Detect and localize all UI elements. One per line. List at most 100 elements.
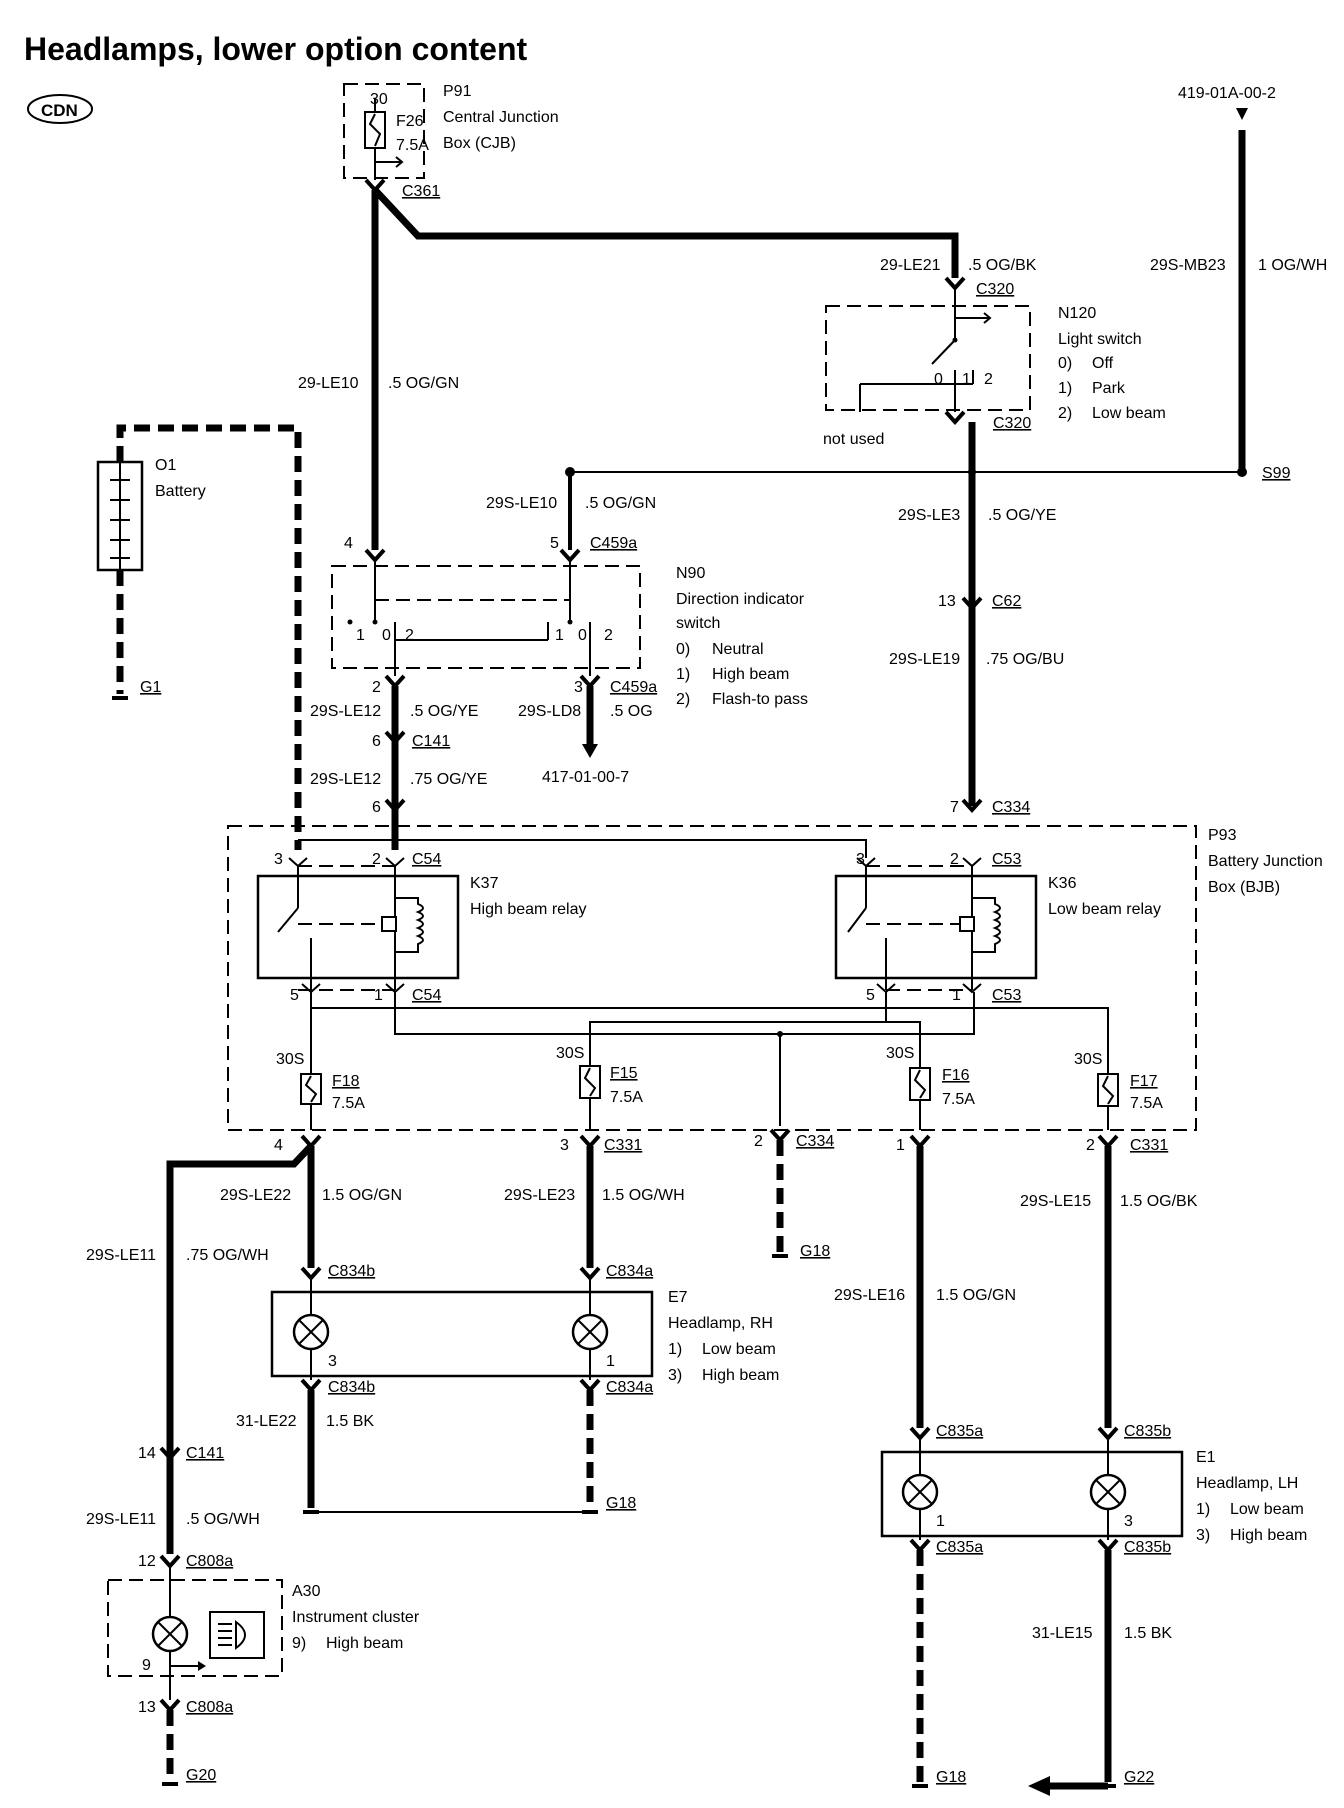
components-n120-not-used-label: not used: [823, 431, 884, 448]
pins-out-3-label: 3: [560, 1137, 569, 1154]
components-a30-name-label: Instrument cluster: [292, 1609, 420, 1626]
components-n90-opt2-t-label: Flash-to pass: [712, 691, 808, 708]
e7-lamp-left-icon: [292, 1313, 330, 1351]
components-e7-opt1-t-label: Low beam: [702, 1341, 776, 1358]
wires-w-29sle19-spec-label: .75 OG/BU: [986, 651, 1064, 668]
wire-29s-le11: [166, 1143, 314, 1554]
ground-g22: G22: [1124, 1769, 1154, 1786]
pins-c141-14-label: 14: [138, 1445, 156, 1462]
pins-c334-6-label: 6: [372, 799, 381, 816]
pins-k37-2-label: 2: [372, 851, 381, 868]
connectors-c62-label: C62: [992, 593, 1021, 610]
ground-g20: G20: [186, 1767, 216, 1784]
connectors-c835b-top-label: C835b: [1124, 1423, 1171, 1440]
connectors-c834b-bot-label: C834b: [328, 1379, 375, 1396]
components-n90-opt0-t-label: Neutral: [712, 641, 764, 658]
ground-g18-mid: G18: [800, 1243, 830, 1260]
wires-w-29sle23-spec-label: 1.5 OG/WH: [602, 1187, 685, 1204]
wires-w-31le22-spec-label: 1.5 BK: [326, 1413, 374, 1430]
components-n90-r1-label: 1: [555, 627, 564, 644]
wires-w-29sle15-code-label: 29S-LE15: [1020, 1193, 1091, 1210]
components-n120-opt2-label: 2): [1058, 405, 1072, 422]
components-o1-name-label: Battery: [155, 483, 206, 500]
wires-w-29sle11a-code-label: 29S-LE11: [86, 1247, 156, 1264]
components-p91-line2-label: Box (CJB): [443, 135, 516, 152]
components-fuses-3-rating-label: 7.5A: [1130, 1095, 1163, 1112]
pins-c808-12-label: 12: [138, 1553, 156, 1570]
connectors-c835a-bot-label: C835a: [936, 1539, 983, 1556]
wires-w-29sle11a-spec-label: .75 OG/WH: [186, 1247, 269, 1264]
components-n120-opt0-t-label: Off: [1092, 355, 1114, 372]
cdn-logo: CDN: [27, 94, 93, 124]
wires-w-29sle10-spec-label: .5 OG/GN: [585, 495, 656, 512]
components-fuses-1-id-label: F15: [610, 1065, 638, 1082]
components-fuses-0-rating-label: 7.5A: [332, 1095, 365, 1112]
wires-w-29sle12a-spec-label: .5 OG/YE: [410, 703, 478, 720]
fuse-f16-icon: [909, 1067, 931, 1101]
components-n120-opt1-t-label: Park: [1092, 380, 1126, 397]
ref-417: 417-01-00-7: [542, 769, 629, 786]
page-title: Headlamps, lower option content: [24, 31, 528, 67]
connectors-c808a-bot-label: C808a: [186, 1699, 233, 1716]
wires-w-29smb23-code-label: 29S-MB23: [1150, 257, 1226, 274]
connectors-c53b-label: C53: [992, 987, 1021, 1004]
components-e1-pin-l-label: 1: [936, 1513, 945, 1530]
e7-lamp-right-icon: [571, 1313, 609, 1351]
pins-c141-6-label: 6: [372, 733, 381, 750]
pins-c808-13-label: 13: [138, 1699, 156, 1716]
n90-box: [331, 565, 641, 669]
wires-w-29sle19-code-label: 29S-LE19: [889, 651, 960, 668]
components-a30-pin-label: 9: [142, 1657, 151, 1674]
connectors-c331b-label: C331: [1130, 1137, 1168, 1154]
components-e1-opt3-label: 3): [1196, 1527, 1210, 1544]
ref-arrow-icon: [1236, 108, 1248, 120]
ground-g18-e7: G18: [606, 1495, 636, 1512]
connectors-c320b-label: C320: [993, 415, 1031, 432]
pins-k37-5-label: 5: [290, 987, 299, 1004]
connectors-c834b-top-label: C834b: [328, 1263, 375, 1280]
components-n120-pos0-label: 0: [934, 371, 943, 388]
components-e7-opt1-label: 1): [668, 1341, 682, 1358]
wires-w-29le21-spec-label: .5 OG/BK: [968, 257, 1037, 274]
wires-w-29sld8-spec-label: .5 OG: [610, 703, 653, 720]
components-fuses-2-id-label: F16: [942, 1067, 970, 1084]
wires-w-29sle11b-code-label: 29S-LE11: [86, 1511, 156, 1528]
connectors-c834a-top-label: C834a: [606, 1263, 653, 1280]
p93-id: P93: [1208, 827, 1237, 844]
wires-w-31le15-code-label: 31-LE15: [1032, 1625, 1093, 1642]
e7-id: E7: [668, 1289, 688, 1306]
a30-lamp-icon: [151, 1615, 189, 1653]
pins-out-4-label: 4: [274, 1137, 283, 1154]
k37-coil-icon: [395, 897, 424, 953]
components-n120-opt0-label: 0): [1058, 355, 1072, 372]
wires-w-29sle22-code-label: 29S-LE22: [220, 1187, 291, 1204]
components-n90-r2-label: 2: [604, 627, 613, 644]
fuse-f17-icon: [1097, 1073, 1119, 1107]
pins-c334-7-label: 7: [950, 799, 959, 816]
components-e7-pin-r-label: 1: [606, 1353, 615, 1370]
wires-w-29sle3-code-label: 29S-LE3: [898, 507, 960, 524]
components-n90-opt2-label: 2): [676, 691, 690, 708]
components-n90-line1-label: Direction indicator: [676, 591, 805, 608]
k36-relay-box: [834, 874, 1038, 980]
connectors-c331a-label: C331: [604, 1137, 642, 1154]
pins-out-2-label: 2: [754, 1133, 763, 1150]
components-n120-pos2-label: 2: [984, 371, 993, 388]
components-n90-opt1-label: 1): [676, 666, 690, 683]
a30-box: [107, 1579, 283, 1677]
pins-k37-3-label: 3: [274, 851, 283, 868]
wires-w-29sle15-spec-label: 1.5 OG/BK: [1120, 1193, 1198, 1210]
components-e1-name-label: Headlamp, LH: [1196, 1475, 1298, 1492]
wires-w-31le22-code-label: 31-LE22: [236, 1413, 297, 1430]
pins-n90-3-label: 3: [574, 679, 583, 696]
components-fuses-2-rating-label: 7.5A: [942, 1091, 975, 1108]
a30-id: A30: [292, 1583, 321, 1600]
components-n90-l2-label: 2: [405, 627, 414, 644]
wires-w-29sle12b-spec-label: .75 OG/YE: [410, 771, 487, 788]
connector-c361: C361: [402, 183, 440, 200]
components-fuses-3-pin-label: 30S: [1074, 1051, 1102, 1068]
connectors-c334-top-label: C334: [992, 799, 1030, 816]
wires-w-29le21-code-label: 29-LE21: [880, 257, 941, 274]
wires-w-29sle11b-spec-label: .5 OG/WH: [186, 1511, 260, 1528]
wires-w-31le15-spec-label: 1.5 BK: [1124, 1625, 1172, 1642]
